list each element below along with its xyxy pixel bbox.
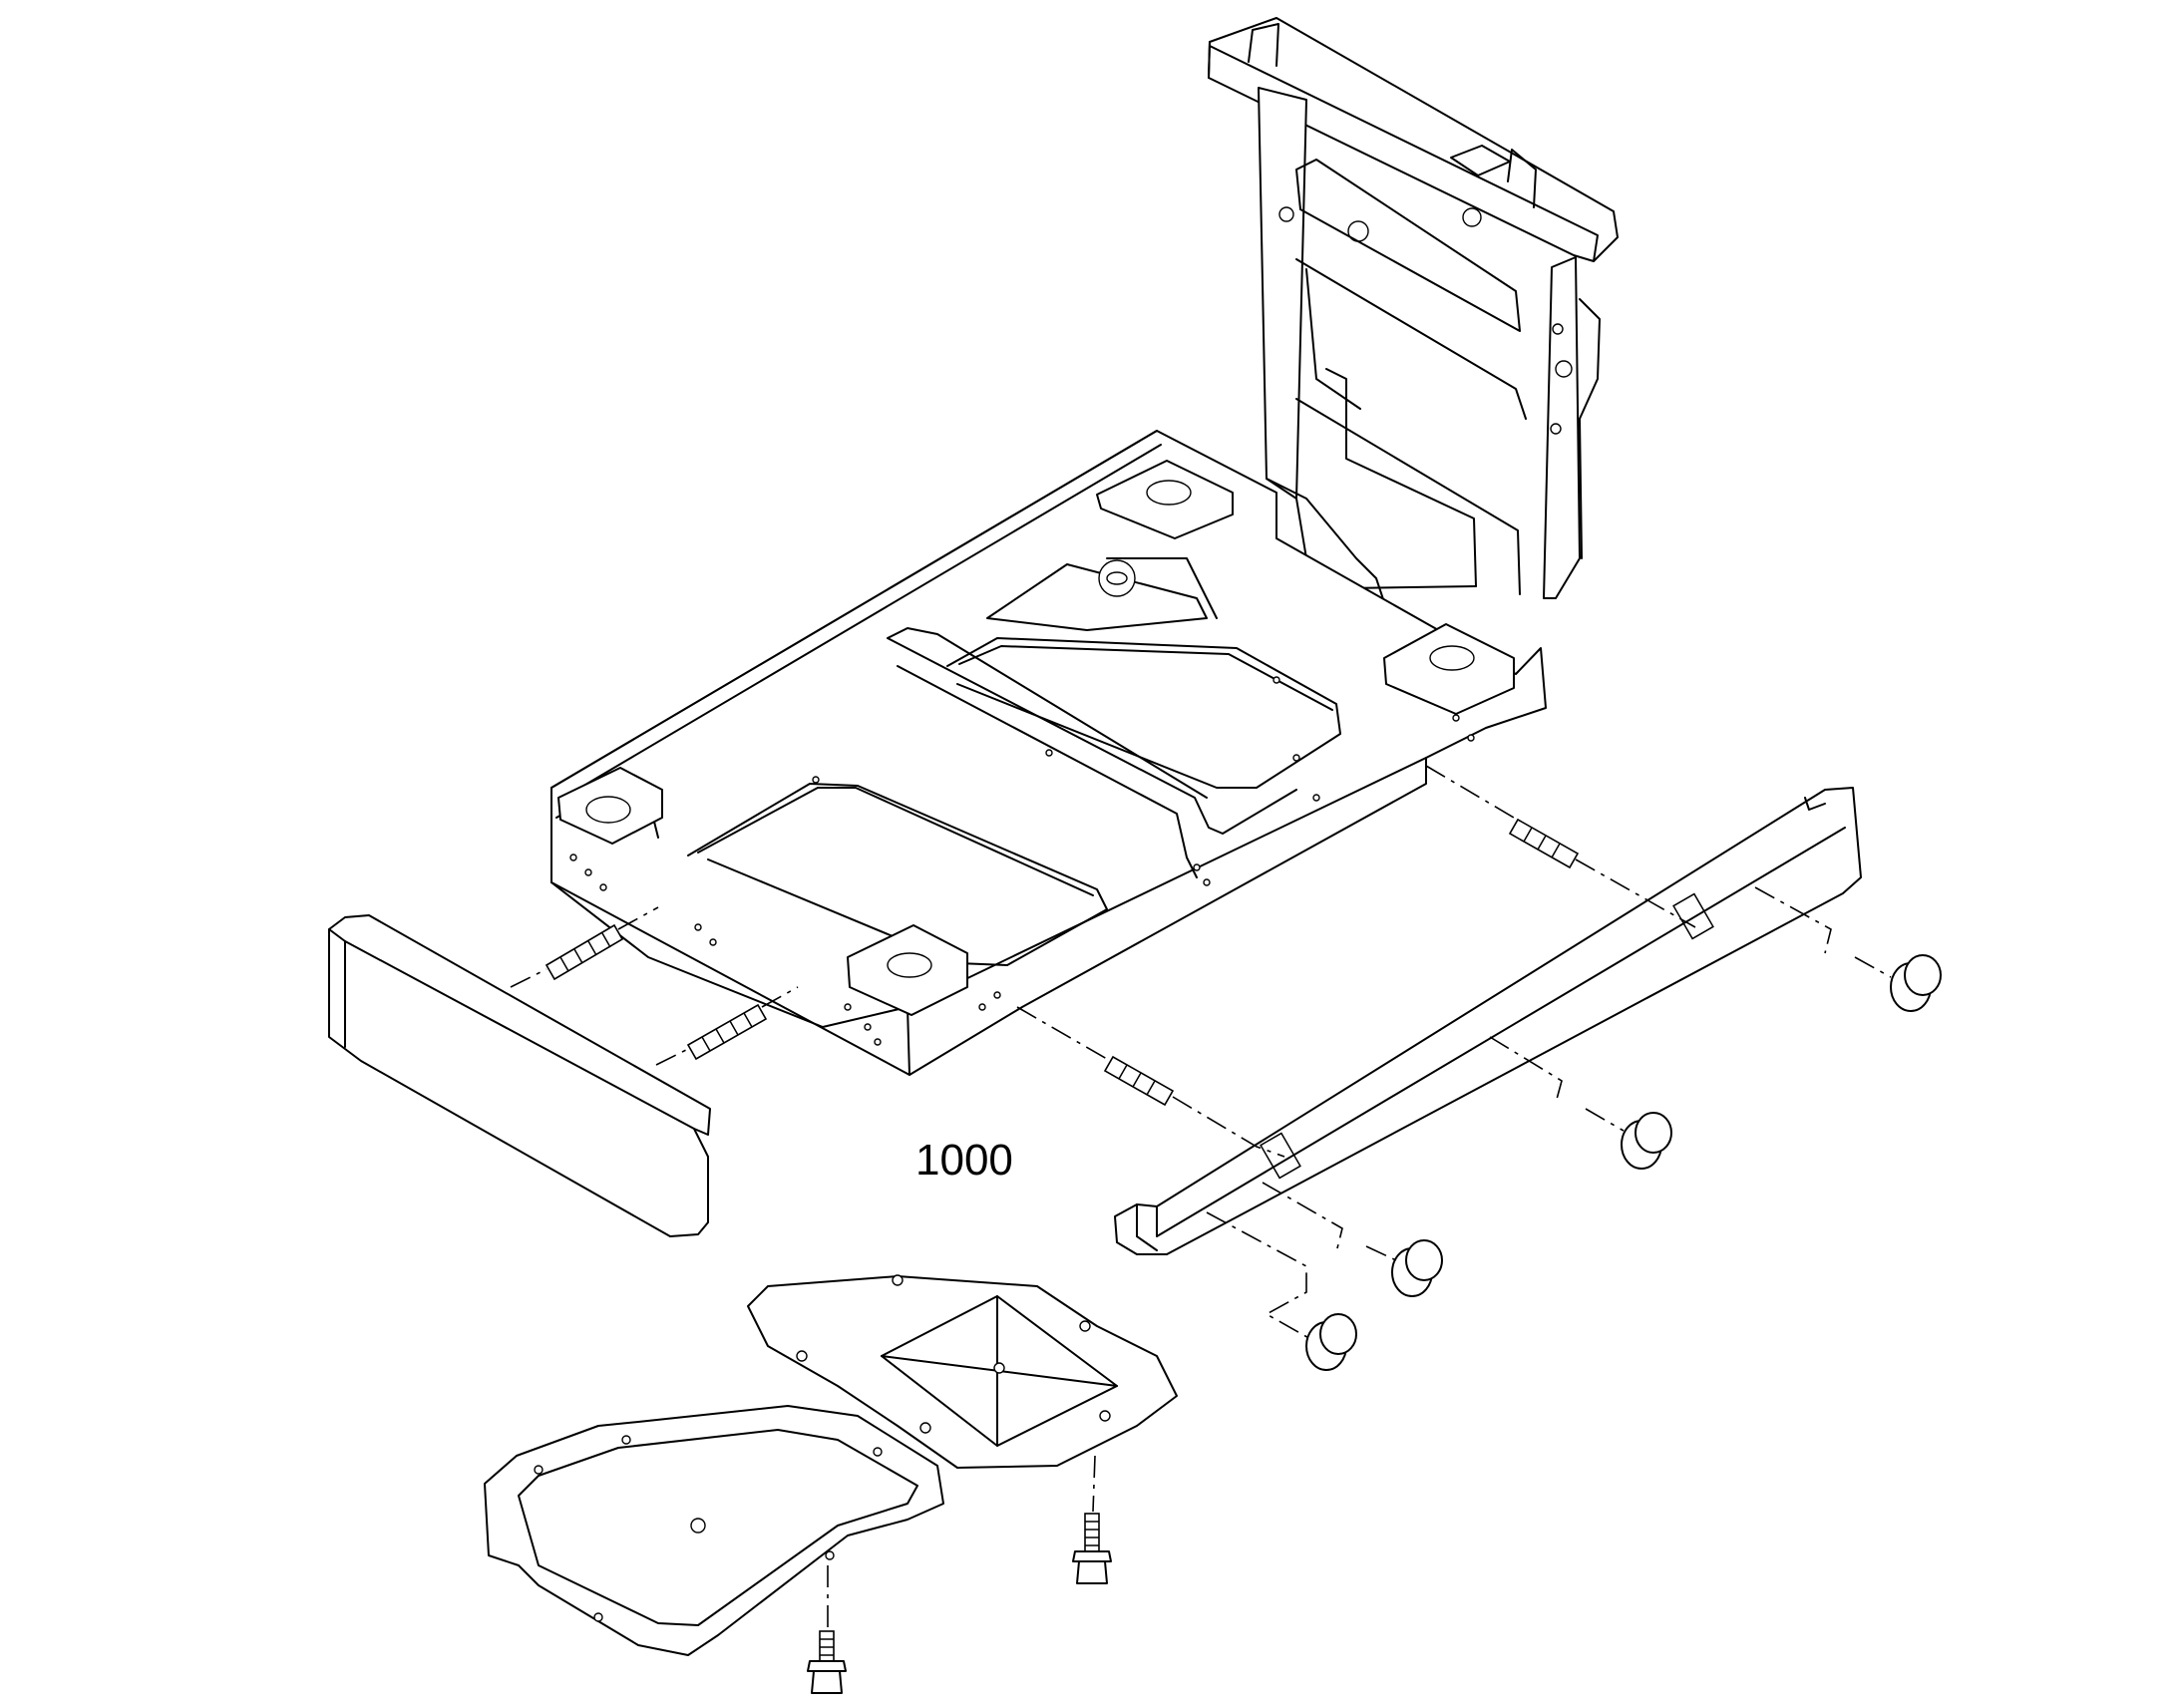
side-rail [1114,787,1862,1255]
rubber-plug [1621,1112,1672,1170]
threaded-stud [1103,1055,1175,1107]
flange-bolt [807,1630,847,1694]
threaded-stud [1508,818,1580,869]
part-number-label: 1000 [915,1136,1013,1185]
access-plate [747,1274,1178,1469]
flange-bolt [1072,1513,1112,1584]
threaded-stud [686,1003,768,1061]
front-cover-panel [328,914,711,1237]
assembly-center-lines [510,765,1892,1629]
rubber-plug [1305,1313,1357,1371]
main-base-frame [550,430,1547,1076]
rubber-plug [1890,954,1942,1012]
upright-support-frame [1208,17,1619,639]
threaded-stud [545,923,624,981]
floor-plate [484,1405,944,1656]
rubber-plug [1391,1239,1443,1297]
